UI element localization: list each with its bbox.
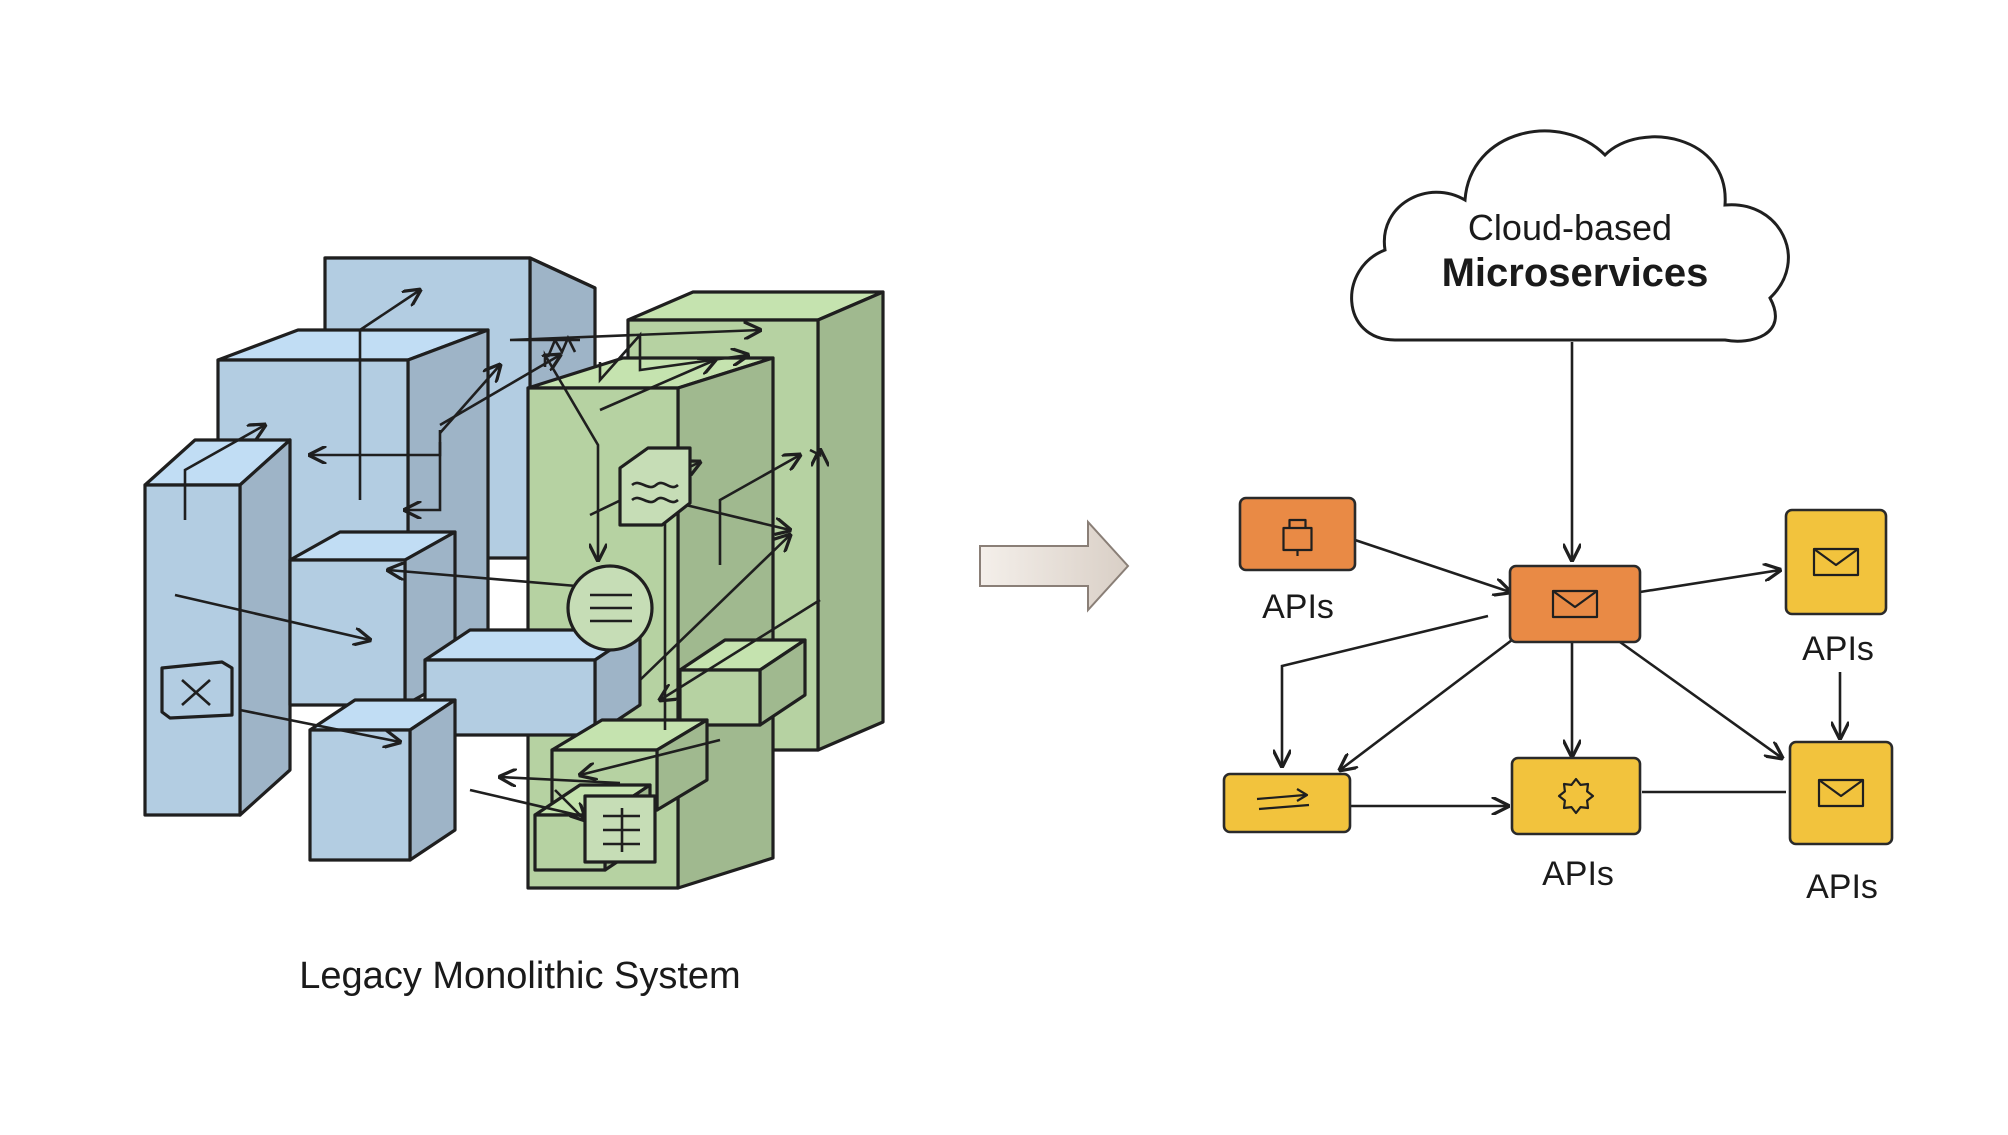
- cloud-title-line2: Microservices: [1442, 251, 1709, 295]
- chart-mini-icon: [546, 334, 577, 358]
- monolith-arrow: [405, 442, 442, 510]
- legacy-monolith-blocks: [143, 256, 885, 890]
- monolith-arrow: [660, 598, 821, 700]
- svc-flow-node[interactable]: [1222, 772, 1352, 834]
- close-icon: [160, 660, 234, 720]
- svc-lock-label: APIs: [1262, 588, 1334, 626]
- gear-icon: [1557, 777, 1595, 815]
- monolith-arrow: [639, 535, 790, 681]
- wave-icon: [618, 446, 692, 527]
- svc-mail-b-label: APIs: [1806, 868, 1878, 906]
- service-connections: [1282, 342, 1840, 806]
- svc-gear-label: APIs: [1542, 855, 1614, 893]
- menu-icon: [566, 564, 654, 652]
- monolith-arrow: [183, 425, 265, 520]
- filter-icon: [583, 794, 657, 864]
- svc-lock-node[interactable]: APIs: [1238, 496, 1357, 626]
- monolith-arrow: [388, 570, 601, 590]
- envelope-icon: [1812, 547, 1860, 577]
- monolith-arrow: [358, 290, 420, 500]
- cloud-title-line1: Cloud-based: [1468, 207, 1672, 248]
- monolith-arrow: [174, 593, 370, 640]
- monolith-arrow: [554, 789, 585, 820]
- monolith-arrow: [239, 708, 400, 742]
- monolith-arrow: [663, 498, 790, 730]
- monolith-arrow: [599, 360, 715, 412]
- legacy-label: Legacy Monolithic System: [299, 955, 740, 997]
- svc-hub-node[interactable]: [1508, 564, 1642, 644]
- monolith-block: [308, 698, 457, 862]
- monolith-arrow: [439, 355, 560, 427]
- monolith-arrow: [500, 777, 621, 783]
- lock-icon: [1282, 518, 1313, 556]
- svc-mail-b-node[interactable]: APIs: [1788, 740, 1894, 906]
- envelope-icon: [1551, 589, 1599, 619]
- monolith-arrow: [809, 450, 820, 455]
- monolith-arrow: [543, 350, 598, 560]
- monolith-icons: [160, 334, 692, 864]
- svc-gear-node[interactable]: APIs: [1510, 756, 1642, 893]
- monolith-arrow: [718, 455, 800, 565]
- monolith-arrow: [509, 330, 760, 342]
- monolith-arrow: [580, 738, 721, 775]
- monolith-arrow: [439, 365, 500, 434]
- monolith-block: [678, 638, 807, 727]
- svc-mail-a-node[interactable]: APIs: [1784, 508, 1888, 668]
- svc-mail-a-label: APIs: [1802, 630, 1874, 668]
- envelope-icon: [1817, 778, 1865, 808]
- monolith-block: [143, 438, 292, 817]
- cloud-shape: [1350, 129, 1790, 343]
- transition-arrow: [979, 519, 1130, 613]
- arrows-icon: [1256, 788, 1310, 811]
